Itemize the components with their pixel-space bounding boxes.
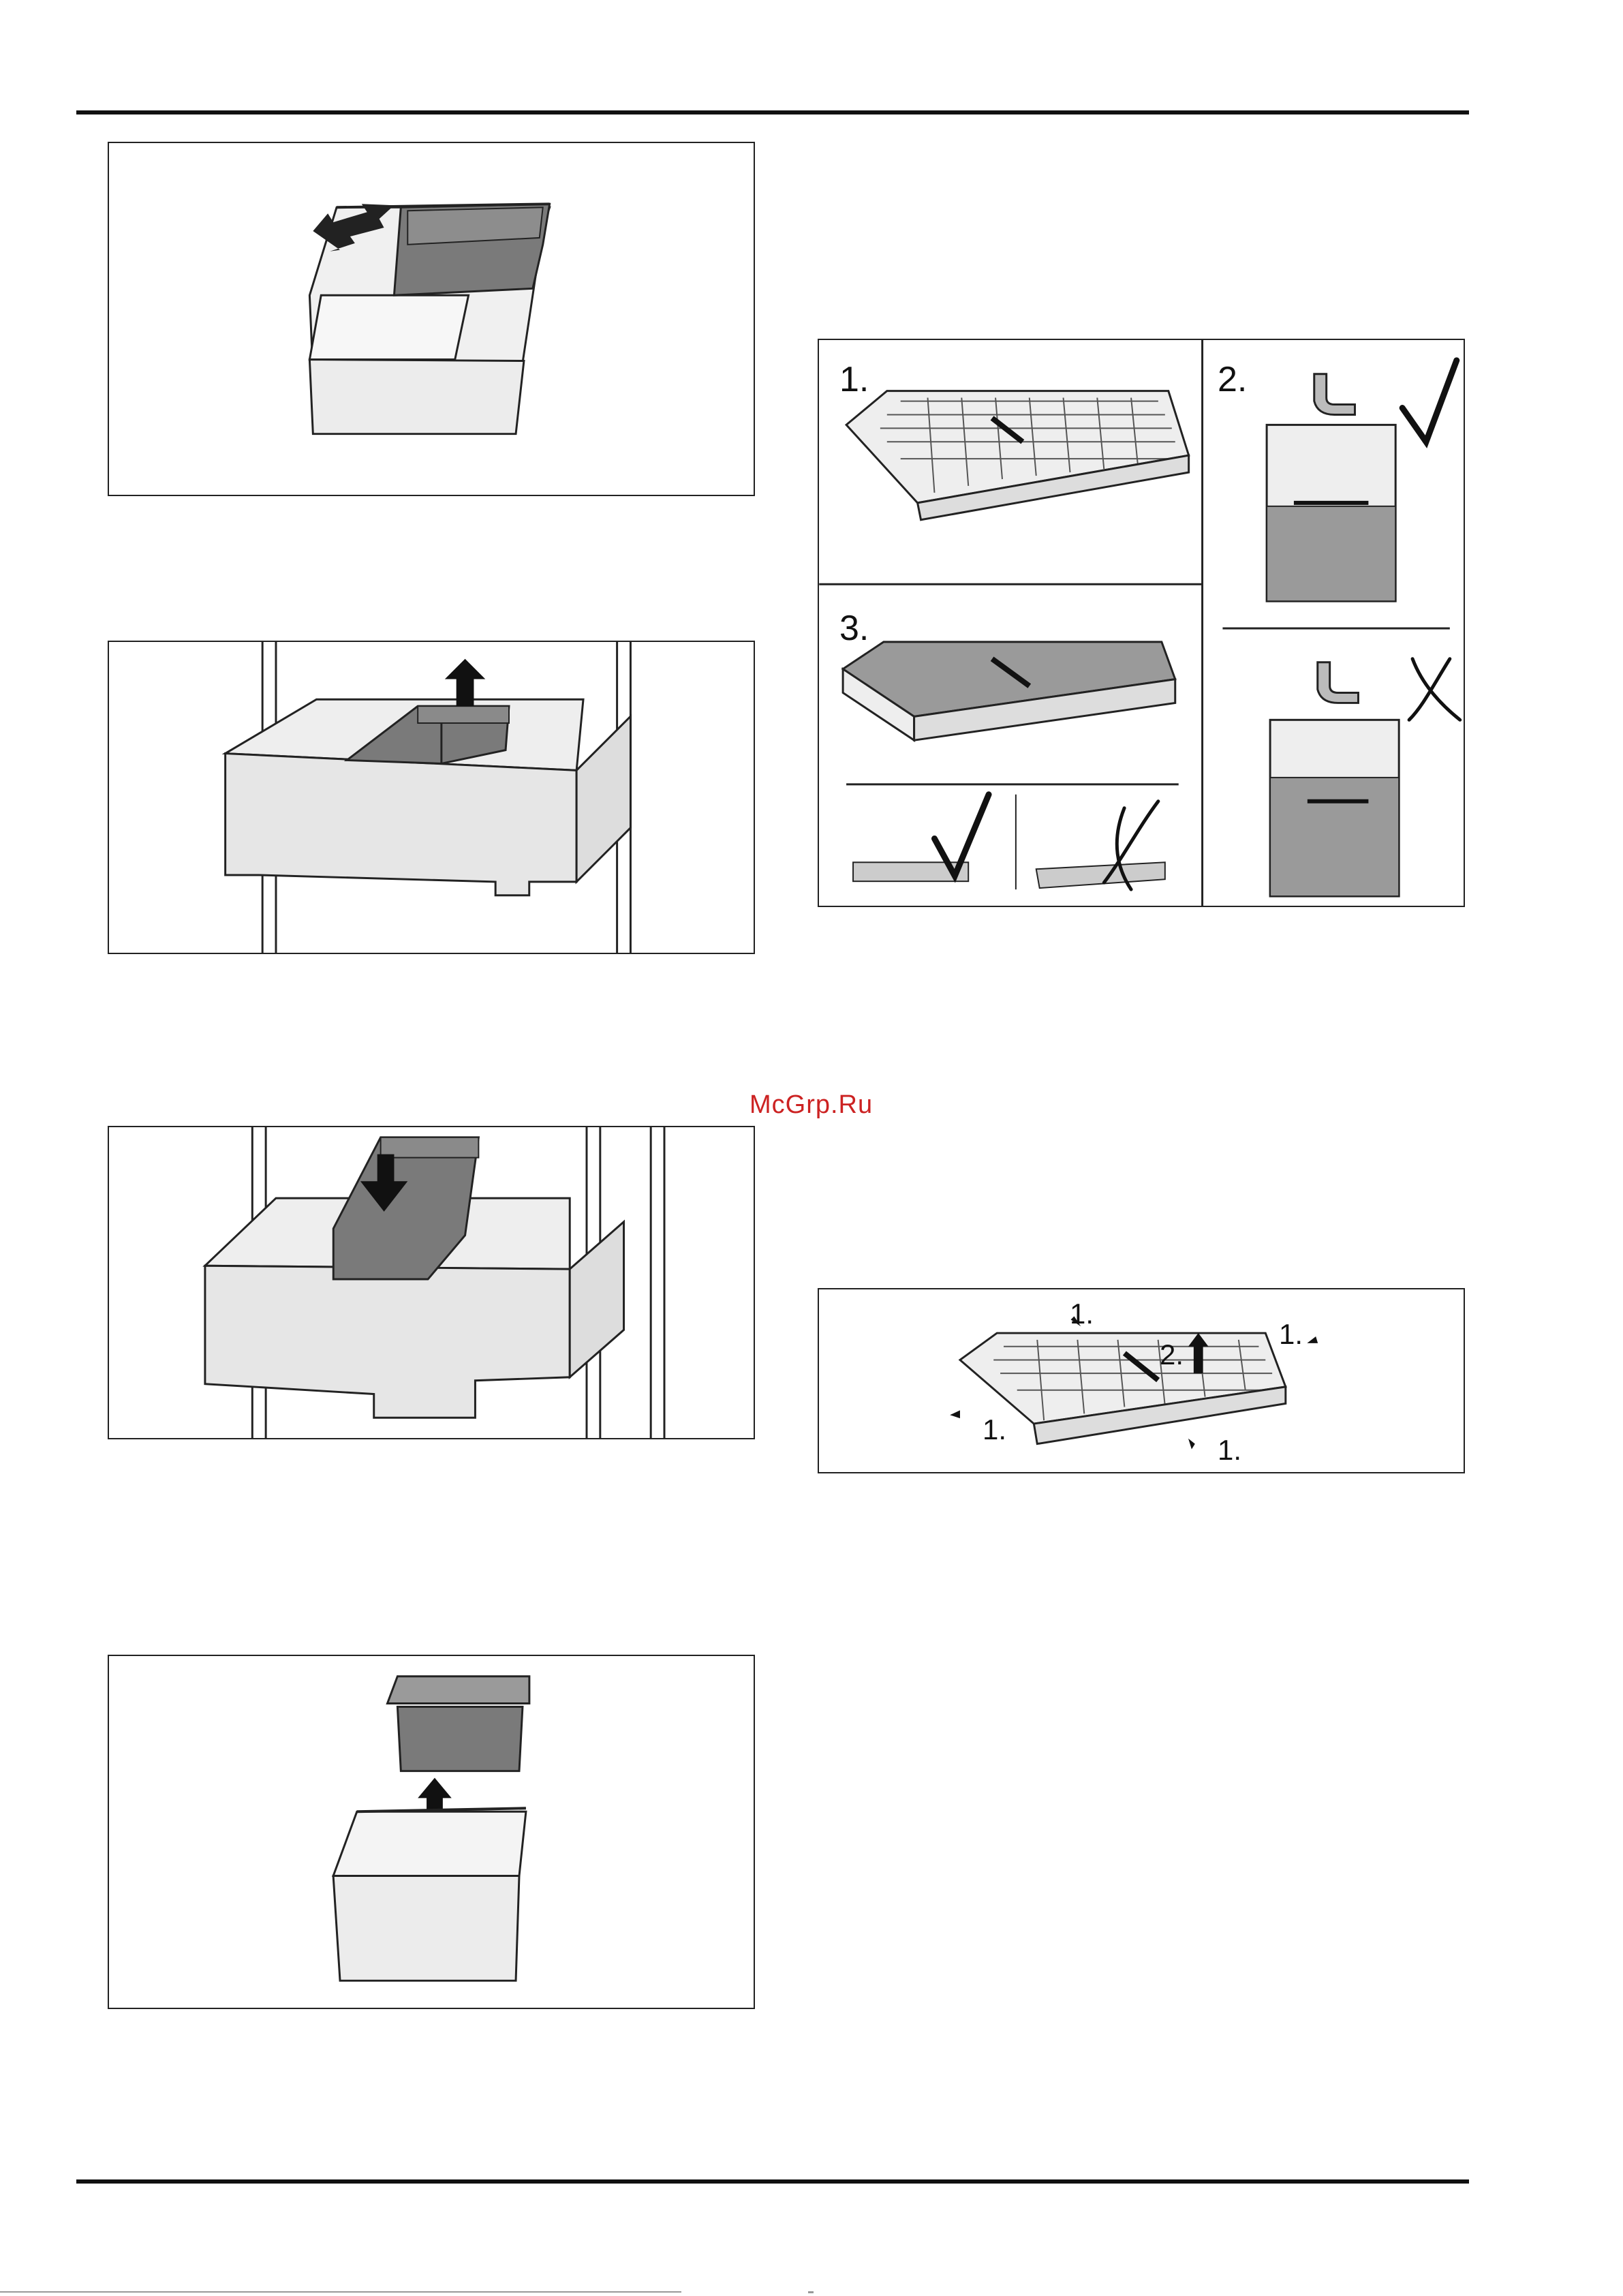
filter-tray-step1	[846, 391, 1189, 520]
removal-label-top-right: 1.	[1279, 1318, 1303, 1351]
bin-remove-illustration	[109, 1656, 754, 2008]
drawer-lift-illustration	[109, 642, 754, 953]
removal-label-center: 2.	[1160, 1338, 1184, 1371]
bin-slide-illustration	[109, 143, 754, 495]
tap-icon	[1318, 662, 1359, 703]
arrow-icon	[1307, 1336, 1318, 1343]
filter-steps-illustration	[819, 340, 1464, 906]
drawer-insert-illustration	[109, 1127, 754, 1438]
step-label-1: 1.	[839, 359, 869, 400]
scan-edge-mark	[808, 2291, 814, 2293]
scan-edge-line	[0, 2291, 681, 2293]
top-rule	[76, 110, 1469, 114]
filter-tray-step3	[843, 642, 1175, 740]
removal-label-bottom-left: 1.	[983, 1413, 1006, 1446]
filter-upright-good	[1267, 374, 1395, 601]
watermark: McGrp.Ru	[749, 1090, 873, 1120]
figure-filter-steps: 1. 2. 3.	[818, 339, 1465, 907]
figure-drawer-lift	[108, 641, 755, 954]
cross-icon	[1409, 659, 1460, 720]
figure-bin-slide	[108, 142, 755, 496]
tap-icon	[1314, 374, 1355, 415]
check-icon	[1402, 361, 1457, 442]
figure-bin-remove-insert	[108, 1655, 755, 2009]
arrow-icon	[1188, 1439, 1195, 1450]
figure-drawer-insert	[108, 1126, 755, 1439]
filter-upright-bad	[1270, 662, 1399, 896]
removal-label-bottom-right: 1.	[1218, 1434, 1241, 1467]
bottom-rule	[76, 2179, 1469, 2184]
step-label-2: 2.	[1218, 359, 1247, 400]
figure-filter-removal: 1. 1. 2. 1. 1.	[818, 1288, 1465, 1473]
filter-removal-illustration	[819, 1289, 1464, 1472]
step-label-3: 3.	[839, 608, 869, 649]
arrow-icon	[950, 1410, 960, 1418]
removal-label-top-left: 1.	[1070, 1298, 1094, 1330]
